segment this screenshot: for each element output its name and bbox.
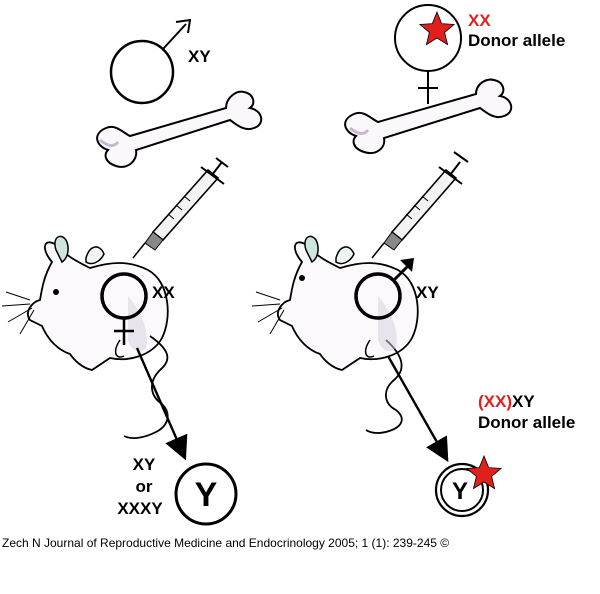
right-donor-label-xx: XX	[468, 11, 491, 30]
left-recipient-female-symbol	[100, 272, 148, 345]
right-syringe-icon	[371, 151, 469, 259]
left-offspring-cell	[174, 462, 238, 526]
right-recipient-male-symbol	[354, 258, 414, 320]
right-mouse-illustration	[251, 235, 419, 434]
left-offspring-label-or: or	[136, 477, 153, 496]
right-offspring-label-xx: (XX)	[478, 392, 512, 411]
right-offspring-label-xy: XY	[512, 392, 535, 411]
right-offspring-cell	[434, 462, 490, 518]
right-offspring-star-icon	[465, 454, 503, 490]
left-syringe-icon	[132, 157, 229, 259]
right-offspring-label-allele: Donor allele	[478, 413, 575, 432]
right-donor-star-icon	[418, 10, 456, 46]
left-recipient-label: XX	[152, 283, 175, 302]
right-offspring-label-line1: (XX)XY	[478, 392, 535, 411]
right-offspring-arrow	[386, 355, 449, 463]
left-donor-label: XY	[188, 47, 211, 66]
right-bone-icon	[344, 78, 513, 154]
right-recipient-label: XY	[416, 283, 439, 302]
left-donor-male-symbol	[109, 18, 192, 105]
left-offspring-label-xxxy: XXXY	[117, 499, 163, 518]
right-donor-female-symbol	[394, 4, 462, 104]
left-offspring-y-letter: Y	[195, 476, 218, 514]
left-bone-icon	[96, 90, 263, 168]
left-mouse-illustration	[1, 235, 169, 439]
left-offspring-arrow	[135, 347, 188, 461]
left-offspring-label-xy: XY	[133, 455, 156, 474]
right-offspring-y-letter: Y	[452, 478, 468, 505]
right-donor-label-allele: Donor allele	[468, 31, 565, 50]
figure-caption: Zech N Journal of Reproductive Medicine …	[2, 536, 450, 550]
